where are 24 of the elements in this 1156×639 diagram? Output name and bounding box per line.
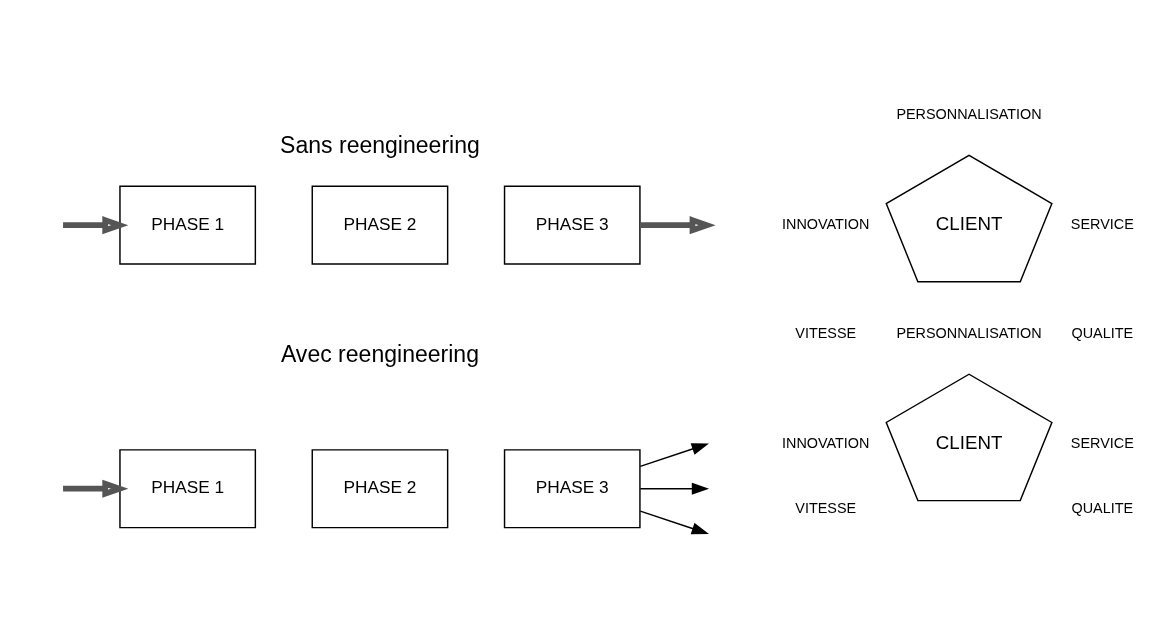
node-label: QUALITE xyxy=(1071,325,1134,342)
label: Sans reengineering xyxy=(280,131,480,158)
node-label: VITESSE xyxy=(795,499,857,516)
node-label: INNOVATION xyxy=(782,215,870,232)
node-box: PHASE 2 xyxy=(311,449,449,529)
arrow xyxy=(640,216,716,235)
arrow xyxy=(63,479,129,498)
node-label: SERVICE xyxy=(1070,215,1134,232)
node-label: SERVICE xyxy=(1070,434,1134,451)
node-box: PHASE 3 xyxy=(503,185,641,265)
arrow xyxy=(639,482,710,495)
node-box: PHASE 3 xyxy=(503,449,641,529)
node-box: PHASE 1 xyxy=(119,449,257,529)
arrow xyxy=(63,216,129,235)
node-label: PERSONNALISATION xyxy=(896,325,1042,342)
arrow xyxy=(639,510,709,535)
label: Avec reengineering xyxy=(280,340,479,367)
node-label: PERSONNALISATION xyxy=(896,106,1042,123)
node-box: PHASE 1 xyxy=(119,185,257,265)
node-label: INNOVATION xyxy=(782,434,870,451)
node-box: PHASE 2 xyxy=(311,185,449,265)
node-label: VITESSE xyxy=(795,325,857,342)
arrow xyxy=(639,443,709,468)
node-label: QUALITE xyxy=(1071,499,1134,516)
